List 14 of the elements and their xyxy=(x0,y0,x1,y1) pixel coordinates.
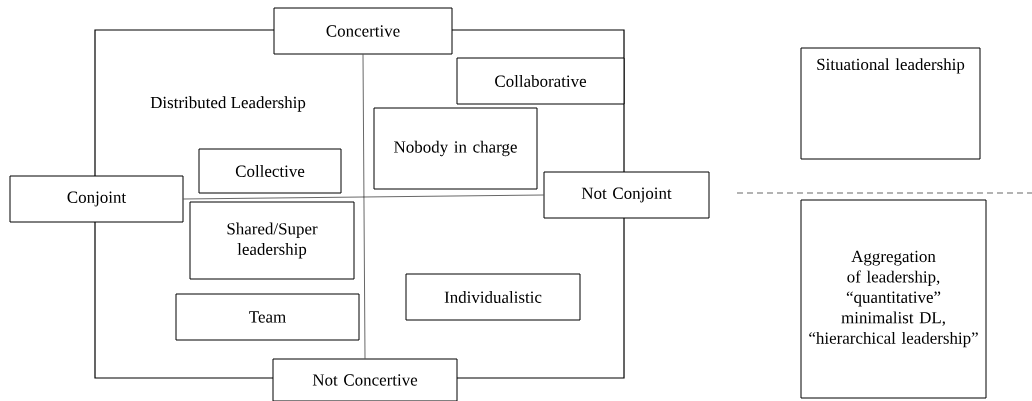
label-box: Not Conjoint xyxy=(543,171,710,219)
label-box: Conjoint xyxy=(9,175,184,223)
label-box: Aggregation of leadership, “quantitative” minimalist DL, “hierarchical leadership” xyxy=(800,199,987,399)
category-box: Team xyxy=(175,293,360,341)
category-box: Individualistic xyxy=(405,273,581,321)
category-box: Nobody in charge xyxy=(373,107,538,190)
category-box: Shared/Super leadership xyxy=(189,201,355,280)
category-box: Collective xyxy=(198,148,342,194)
label-box: Concertive xyxy=(273,7,453,55)
axis-line xyxy=(362,54,366,359)
axis-line xyxy=(183,194,544,200)
category-box: Collaborative xyxy=(456,57,625,105)
label-box: Situational leadership xyxy=(800,47,981,160)
label-box: Not Concertive xyxy=(272,358,458,401)
